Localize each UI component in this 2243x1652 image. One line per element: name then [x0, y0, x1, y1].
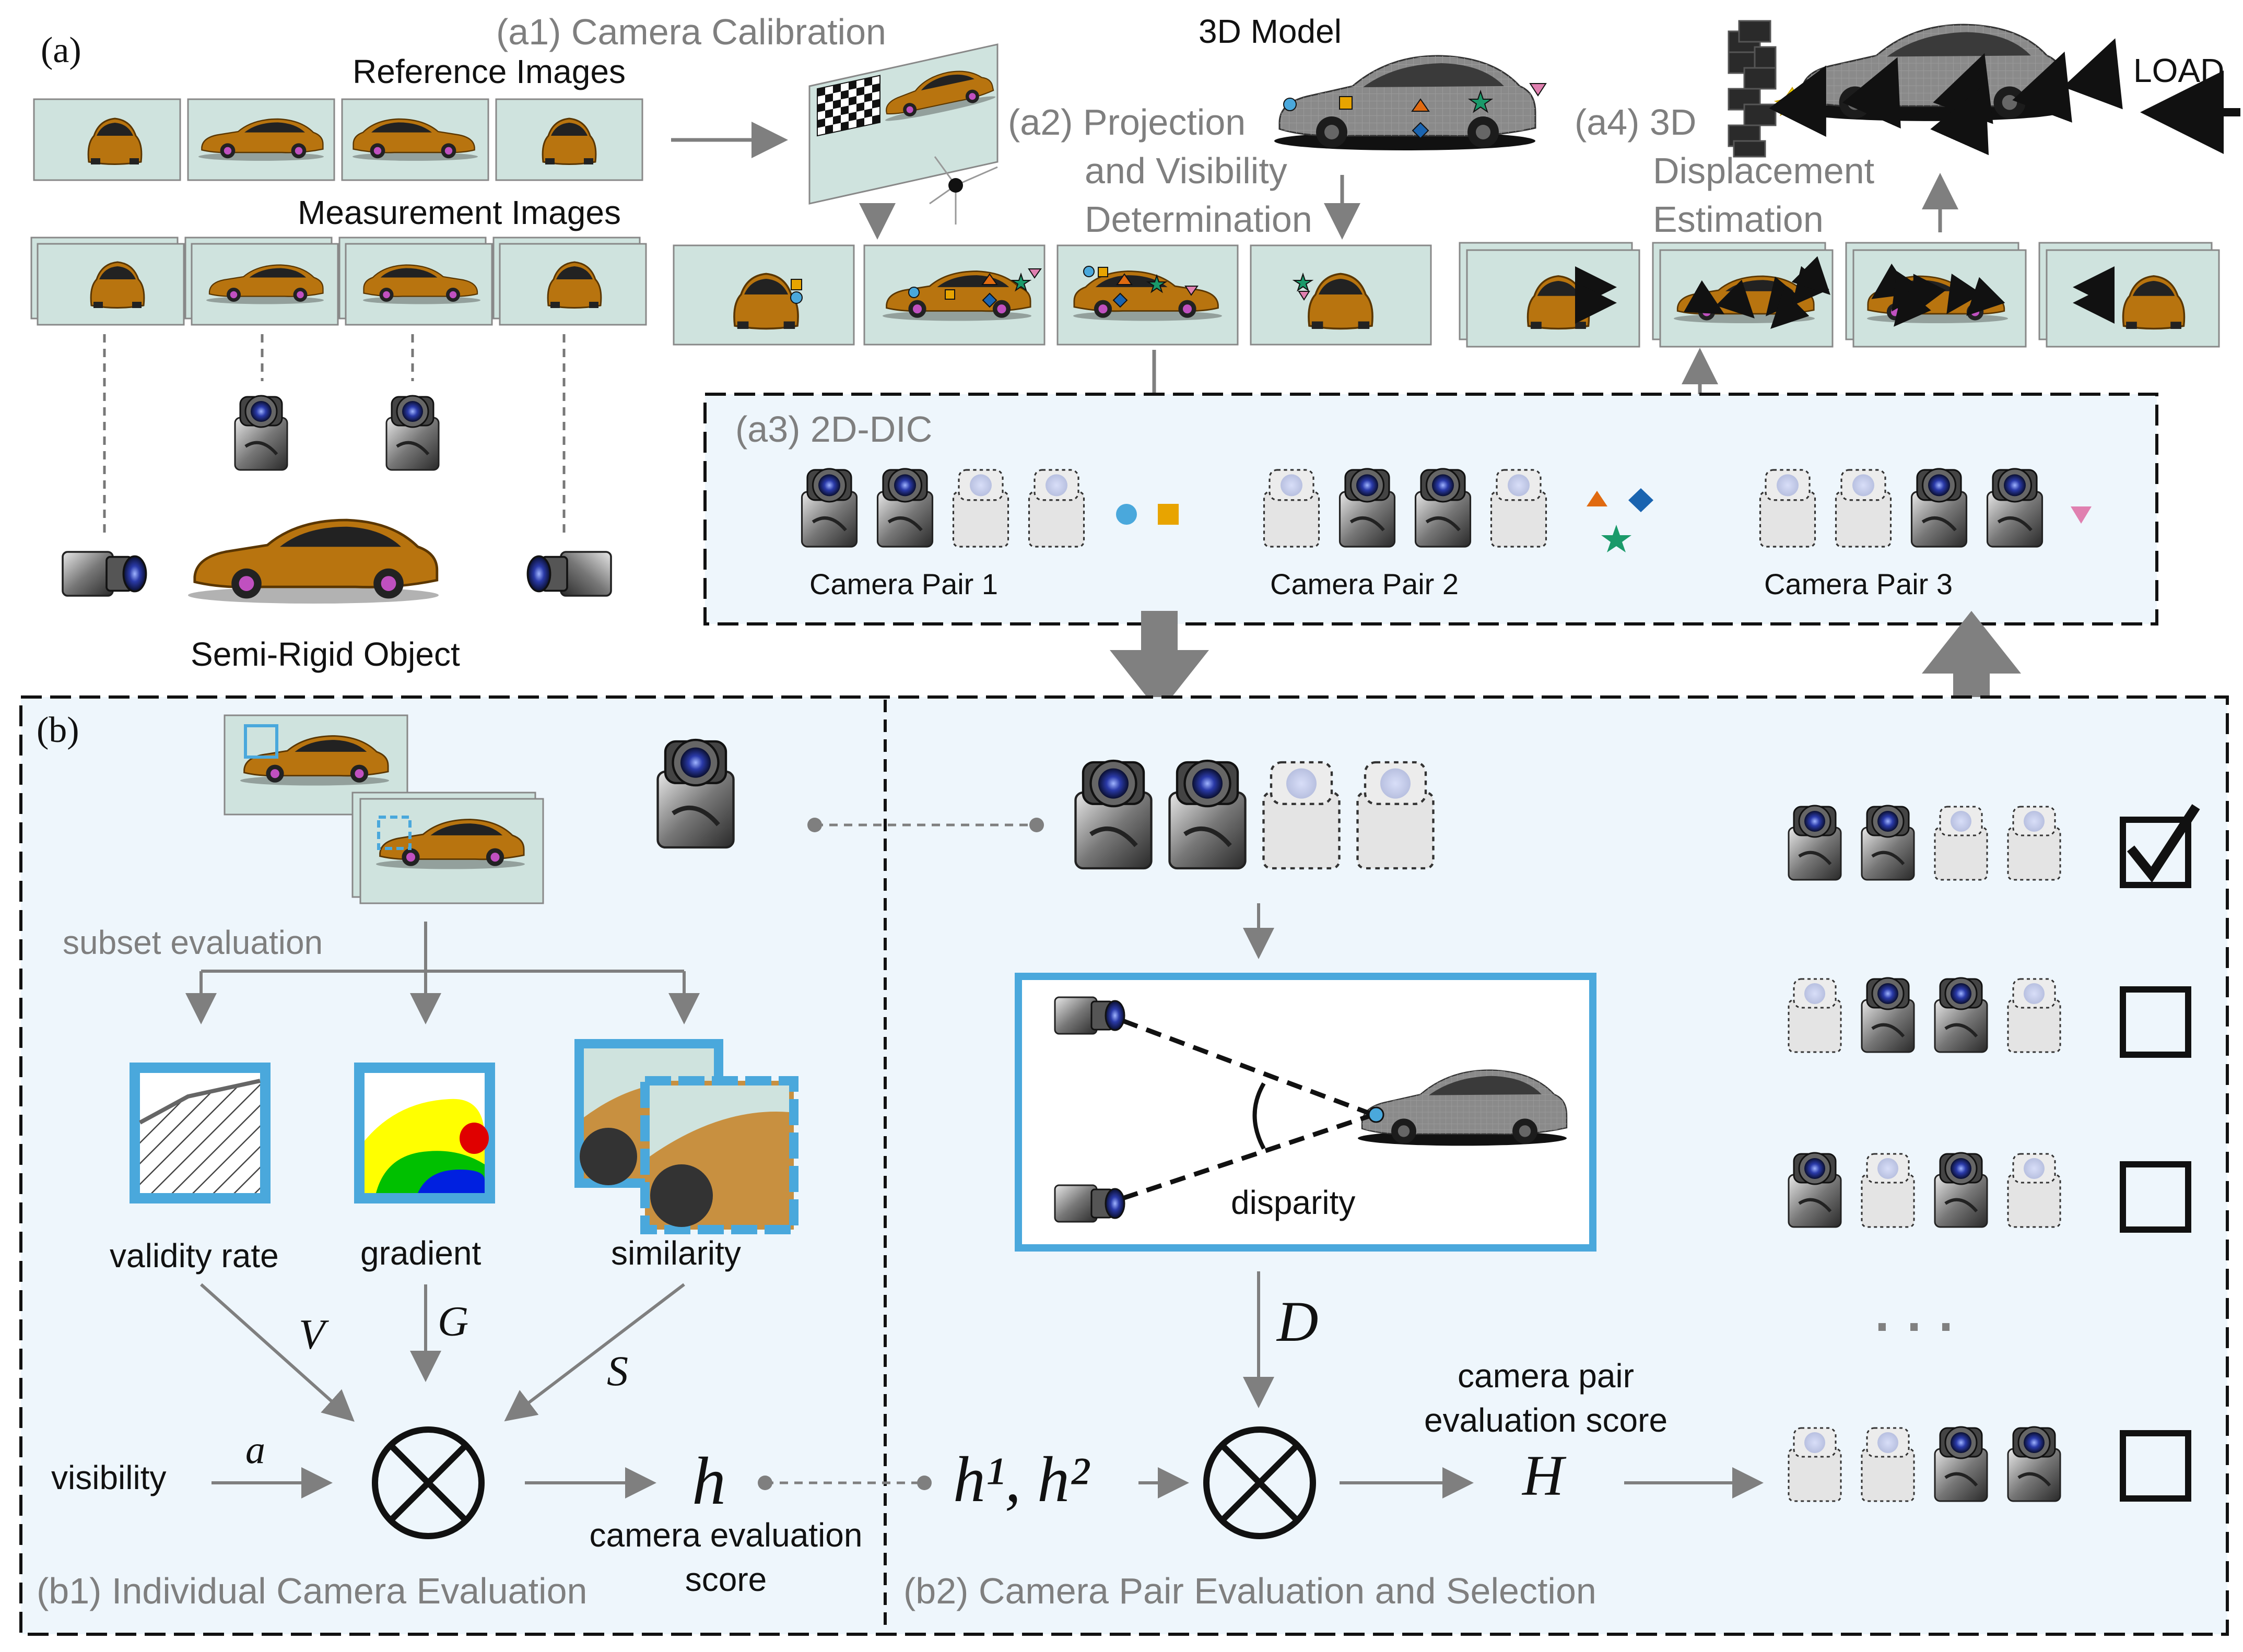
symbol-H: H: [1522, 1444, 1564, 1507]
a1-label: (a1) Camera Calibration: [496, 11, 886, 52]
panel-a-tag: (a): [41, 30, 81, 70]
symbol-a: a: [245, 1428, 265, 1472]
3d-model-label: 3D Model: [1199, 13, 1342, 50]
measurement-images: [30, 237, 647, 326]
validity-rate-label: validity rate: [110, 1237, 279, 1275]
camera-pair-3-label: Camera Pair 3: [1764, 568, 1953, 600]
displacement-images: [1459, 242, 2220, 348]
symbol-d: D: [1277, 1290, 1319, 1353]
camera-icon: [62, 551, 147, 597]
selection-checkbox-1[interactable]: [2120, 804, 2200, 888]
load-label: LOAD: [2133, 52, 2225, 89]
dashed-connector: [807, 818, 1044, 832]
camera-icon: [658, 740, 734, 847]
camera-icon: [386, 396, 439, 470]
camera-pair-1-cameras: [802, 469, 1179, 547]
reference-images-label: Reference Images: [353, 53, 626, 90]
symbol-g: G: [438, 1297, 469, 1345]
deformed-mesh-car: [1769, 23, 2123, 156]
validity-rate-icon: [130, 1063, 271, 1203]
reference-image: [495, 98, 643, 181]
calibration-board: [808, 43, 999, 225]
symbol-s: S: [607, 1347, 628, 1395]
symbol-h: h: [692, 1444, 726, 1519]
b2-label: (b2) Camera Pair Evaluation and Selectio…: [903, 1571, 1596, 1611]
dashed-connector: [758, 1476, 932, 1490]
a2-label-line-3: Determination: [1085, 199, 1312, 240]
load-wall: [1728, 20, 1810, 158]
camera-pair-1-label: Camera Pair 1: [809, 568, 999, 600]
b1-label: (b1) Individual Camera Evaluation: [37, 1571, 588, 1611]
camera-icon: [235, 396, 287, 470]
semi-rigid-object-car: [188, 520, 439, 604]
camera-pair-2-cameras: [1263, 469, 1653, 552]
a3-label: (a3) 2D-DIC: [735, 409, 933, 450]
pair-score-label-line-2: evaluation score: [1424, 1401, 1668, 1439]
similarity-label: similarity: [611, 1234, 741, 1272]
a4-label-line-2: Displacement: [1653, 150, 1875, 191]
reference-image: [341, 98, 489, 181]
camera-icon: [526, 551, 612, 597]
selection-checkbox-4[interactable]: [2120, 1430, 2191, 1502]
camera-score-line-1: camera evaluation: [589, 1516, 863, 1554]
camera-score-line-2: score: [685, 1561, 767, 1598]
visibility-label: visibility: [51, 1459, 167, 1496]
metric-arrows: [199, 1283, 685, 1498]
camera-pair-3-cameras: [1759, 469, 2092, 547]
subset-images: [224, 714, 544, 904]
disparity-box: [1015, 973, 1596, 1252]
gradient-label: gradient: [360, 1234, 482, 1272]
pair-product-operator: [1203, 1426, 1316, 1539]
pair-scores: h¹, h²: [953, 1444, 1089, 1515]
camera-dash-lines: [103, 334, 566, 533]
reference-images: [33, 98, 643, 181]
subset-evaluation-arrows: [185, 922, 700, 1024]
big-flow-arrows: [1110, 611, 2021, 713]
subset-evaluation-label: subset evaluation: [63, 924, 323, 961]
projection-images: [673, 244, 1432, 346]
selection-checkbox-3[interactable]: [2120, 1161, 2191, 1233]
similarity-icon: [574, 1039, 798, 1234]
selection-checkbox-2[interactable]: [2120, 986, 2191, 1058]
a2-label-line-2: and Visibility: [1085, 150, 1287, 191]
a4-label-line-1: (a4) 3D: [1575, 102, 1697, 143]
object-label: Semi-Rigid Object: [191, 635, 460, 673]
more-pairs-ellipsis: · · ·: [1875, 1297, 1956, 1356]
reference-image: [33, 98, 181, 181]
a2-label-line-1: (a2) Projection: [1008, 102, 1246, 143]
pair-score-label-line-1: camera pair: [1458, 1357, 1634, 1395]
disparity-label: disparity: [1231, 1184, 1356, 1221]
symbol-v: V: [299, 1311, 325, 1358]
reference-image: [187, 98, 335, 181]
a4-label-line-3: Estimation: [1653, 199, 1824, 240]
measurement-images-label: Measurement Images: [298, 194, 621, 231]
camera-pair-2-label: Camera Pair 2: [1270, 568, 1459, 600]
gradient-icon: [354, 1063, 495, 1203]
panel-b-tag: (b): [37, 710, 79, 750]
3d-model-mesh-car: [1273, 55, 1547, 151]
product-operator: [372, 1426, 485, 1539]
